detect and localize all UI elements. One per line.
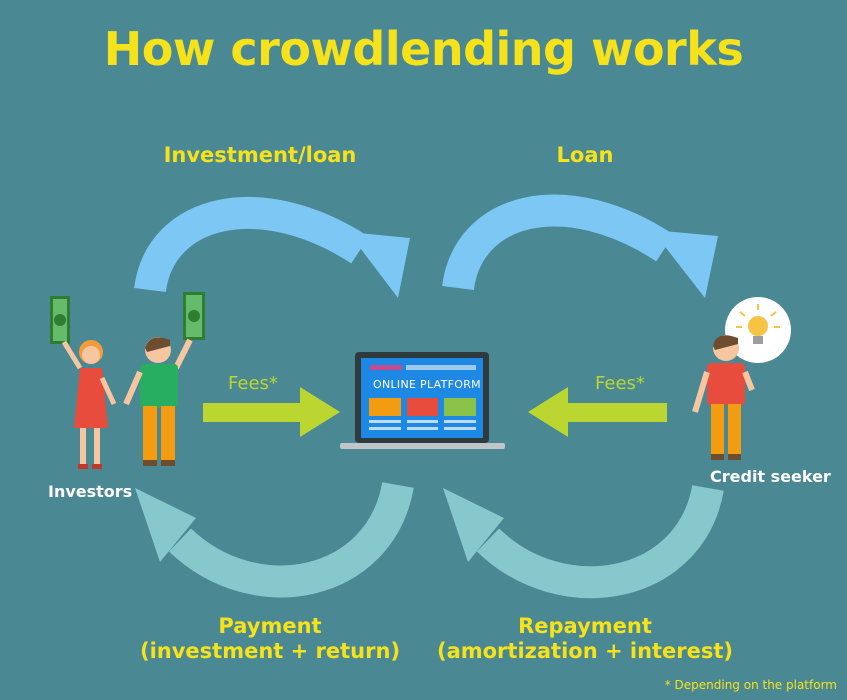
investment-arrow	[134, 196, 410, 298]
repayment-title: Repayment	[518, 614, 652, 638]
payment-title: Payment	[218, 614, 322, 638]
repayment-arrow	[443, 484, 724, 599]
investor-man-icon	[123, 292, 205, 466]
loan-label: Loan	[556, 143, 614, 167]
laptop-icon	[340, 352, 505, 449]
repayment-detail: (amortization + interest)	[436, 639, 734, 663]
fees-arrow-left	[203, 387, 340, 437]
investor-woman-icon	[50, 296, 117, 469]
repayment-label: Repayment (amortization + interest)	[435, 614, 735, 664]
loan-arrow	[442, 194, 718, 298]
credit-seeker-icon	[692, 297, 791, 460]
diagram-title: How crowdlending works	[103, 22, 744, 76]
credit-seeker-label: Credit seeker	[710, 467, 831, 486]
fees-label-left: Fees*	[228, 373, 278, 394]
payment-label: Payment (investment + return)	[140, 614, 400, 664]
fees-arrow-right	[528, 387, 667, 437]
payment-arrow	[135, 481, 414, 598]
platform-label: ONLINE PLATFORM	[373, 378, 481, 391]
payment-detail: (investment + return)	[140, 639, 401, 663]
lightbulb-icon	[736, 304, 780, 344]
investors-label: Investors	[48, 482, 133, 501]
fees-label-right: Fees*	[595, 373, 645, 394]
footnote: * Depending on the platform	[664, 678, 837, 692]
investment-label: Investment/loan	[163, 143, 357, 167]
